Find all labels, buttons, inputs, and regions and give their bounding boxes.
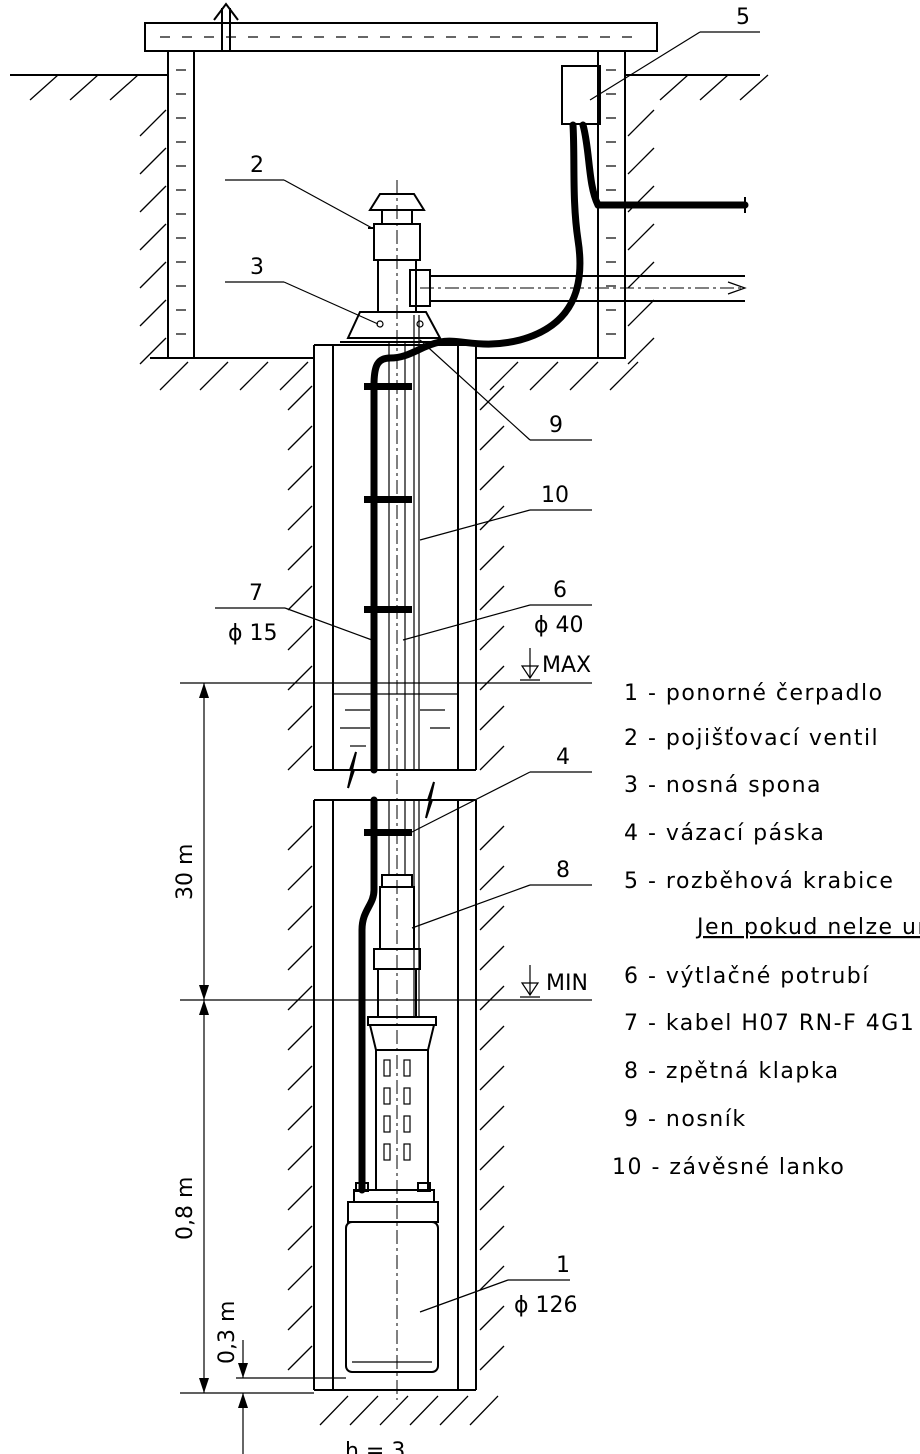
legend-item-2: 2 - pojišťovací ventil xyxy=(624,726,879,751)
vent-arrow-icon xyxy=(213,2,239,51)
water-surface xyxy=(333,693,458,747)
callout-6: 6 xyxy=(553,578,567,603)
cable-diameter: ϕ 15 xyxy=(228,621,278,646)
housing-left-wall xyxy=(167,50,195,359)
max-level-marker xyxy=(520,648,540,681)
safety-valve xyxy=(368,193,431,313)
ground-hatching xyxy=(29,74,769,1426)
callout-5: 5 xyxy=(736,5,750,30)
dimension-0-3m: 0,3 m xyxy=(215,1301,240,1364)
check-valve xyxy=(373,874,421,1018)
dimension-0-8m: 0,8 m xyxy=(173,1177,198,1240)
legend-item-4: 4 - vázací páska xyxy=(624,821,825,846)
pipe-diameter: ϕ 40 xyxy=(534,613,584,638)
callout-10: 10 xyxy=(541,483,569,508)
casing-break-symbol xyxy=(336,751,435,819)
cable-tie xyxy=(364,383,412,836)
legend-item-7: 7 - kabel H07 RN-F 4G1 xyxy=(624,1011,915,1036)
dimension-lines xyxy=(199,683,248,1454)
delivery-pipe xyxy=(388,180,406,1400)
level-lines xyxy=(180,682,592,1394)
callout-7: 7 xyxy=(249,581,263,606)
pump-diameter: ϕ 126 xyxy=(514,1293,578,1318)
callout-1: 1 xyxy=(556,1253,570,1278)
roof-slab xyxy=(144,22,658,52)
dimension-30m: 30 m xyxy=(173,844,198,900)
legend-item-3: 3 - nosná spona xyxy=(624,773,822,798)
legend: 1 - ponorné čerpadlo 2 - pojišťovací ven… xyxy=(612,681,920,1180)
min-level-marker xyxy=(520,965,540,998)
callout-3: 3 xyxy=(250,255,264,280)
pump-motor xyxy=(345,1182,439,1373)
callout-9: 9 xyxy=(549,413,563,438)
callout-4: 4 xyxy=(556,745,570,770)
support-clamp xyxy=(340,311,450,343)
outlet-pipe xyxy=(420,275,747,302)
callout-8: 8 xyxy=(556,858,570,883)
legend-note: Jen pokud nelze umí xyxy=(695,915,920,940)
starter-box xyxy=(561,65,601,125)
callout-2: 2 xyxy=(250,153,264,178)
ground-surface xyxy=(10,74,760,359)
power-cable xyxy=(358,121,749,1194)
min-level-label: MIN xyxy=(546,971,588,996)
legend-item-6: 6 - výtlačné potrubí xyxy=(624,964,870,989)
leader-lines xyxy=(215,31,760,1313)
legend-item-9: 9 - nosník xyxy=(624,1107,747,1132)
legend-item-1: 1 - ponorné čerpadlo xyxy=(624,681,884,706)
legend-item-5: 5 - rozběhová krabice xyxy=(624,869,894,894)
pump-intake xyxy=(367,1016,437,1191)
well-casing xyxy=(313,344,477,1391)
legend-item-8: 8 - zpětná klapka xyxy=(624,1059,840,1084)
legend-item-10: 10 - závěsné lanko xyxy=(612,1155,845,1180)
well-side-hatching xyxy=(287,385,505,1371)
max-level-label: MAX xyxy=(542,653,591,678)
dimension-bottom: h = 3 xyxy=(345,1439,405,1454)
